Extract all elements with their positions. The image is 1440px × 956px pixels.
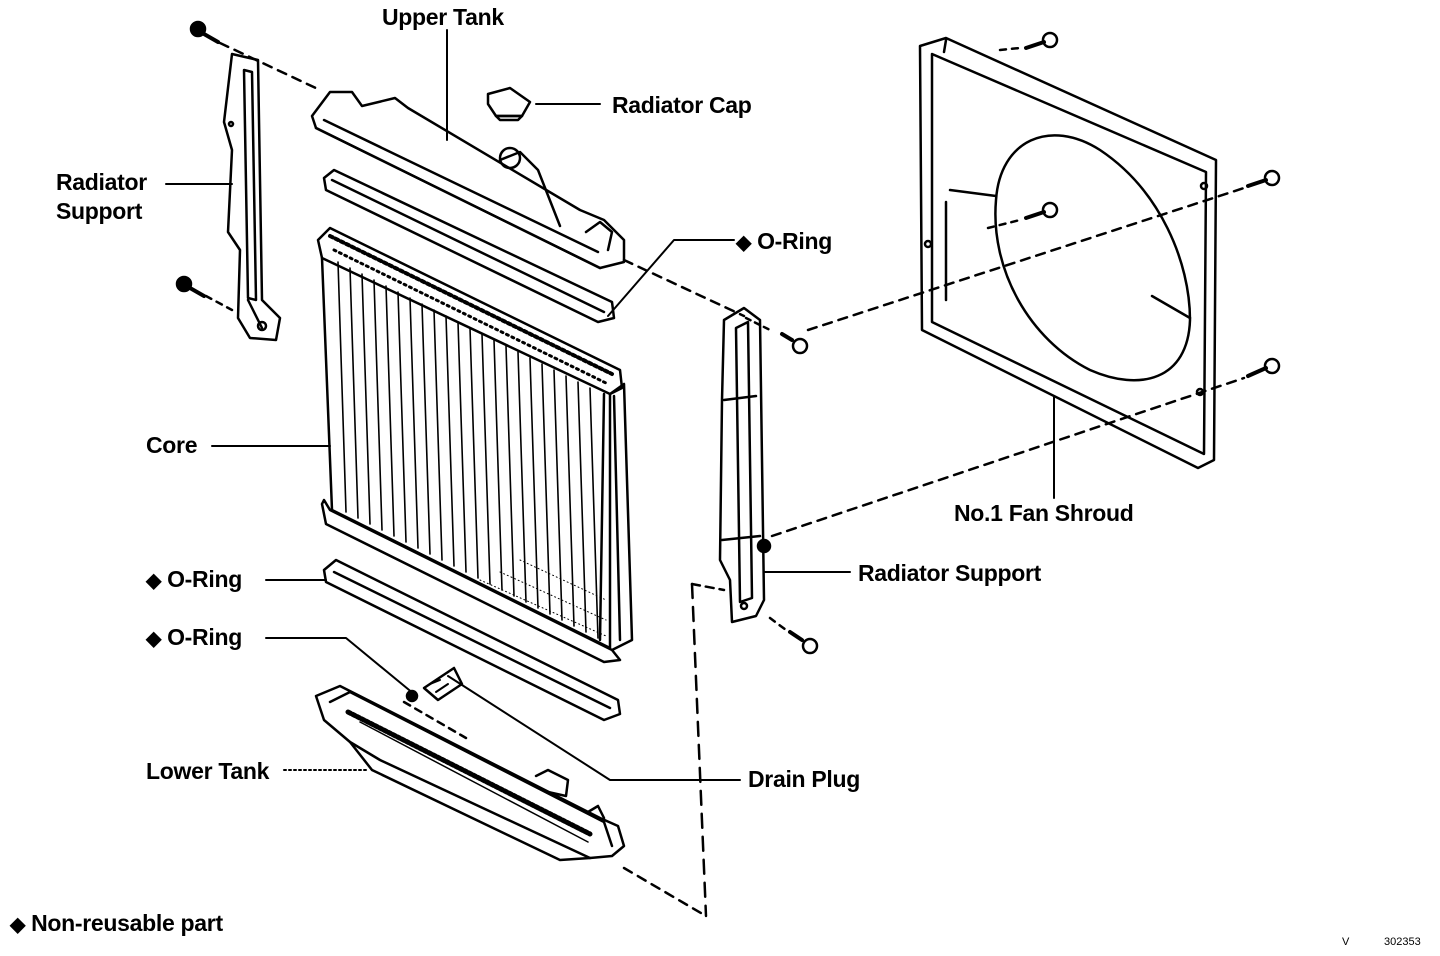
lower-tank <box>316 686 624 860</box>
radiator-core <box>318 228 632 662</box>
bolt-shroud-mid <box>1026 203 1057 218</box>
bolt-shroud-right-upper <box>1248 171 1279 186</box>
legend: ◆Non-reusable part <box>10 910 223 938</box>
legend-text: Non-reusable part <box>31 910 223 936</box>
non-reusable-marker: ◆ <box>146 628 162 650</box>
drain-plug <box>407 668 462 701</box>
bolt-top-left <box>191 22 218 42</box>
label-radiator-cap: Radiator Cap <box>612 92 752 118</box>
leader-lines <box>166 30 1054 780</box>
non-reusable-marker: ◆ <box>10 914 26 936</box>
core-fins <box>338 262 598 638</box>
label-core: Core <box>146 432 198 458</box>
label-lower-tank: Lower Tank <box>146 758 270 784</box>
bolt-shroud-top <box>1026 33 1057 48</box>
label-o-ring-top: ◆O-Ring <box>736 228 832 254</box>
non-reusable-marker: ◆ <box>146 570 162 592</box>
footer-code: 302353 <box>1384 936 1421 948</box>
label-fan-shroud: No.1 Fan Shroud <box>954 500 1134 526</box>
label-o-ring-low: ◆O-Ring <box>146 624 242 650</box>
bolt-right-lower <box>790 632 817 653</box>
upper-tank <box>312 92 624 268</box>
non-reusable-marker: ◆ <box>736 232 752 254</box>
label-radiator-support-left: Radiator Support <box>56 169 147 224</box>
label-o-ring-mid: ◆O-Ring <box>146 566 242 592</box>
right-radiator-support <box>720 308 770 622</box>
left-radiator-support <box>224 54 280 340</box>
label-upper-tank: Upper Tank <box>382 4 504 30</box>
bolt-right-upper <box>782 334 807 353</box>
bolt-mid-left <box>177 277 204 296</box>
label-radiator-support-right: Radiator Support <box>858 560 1042 586</box>
radiator-cap <box>488 88 530 120</box>
o-ring-mid <box>324 560 620 720</box>
footer-mark: V <box>1342 936 1350 948</box>
label-drain-plug: Drain Plug <box>748 766 861 792</box>
bolt-shroud-right-lower <box>1248 359 1279 376</box>
fan-shroud <box>920 38 1216 468</box>
o-ring-top <box>324 170 614 322</box>
